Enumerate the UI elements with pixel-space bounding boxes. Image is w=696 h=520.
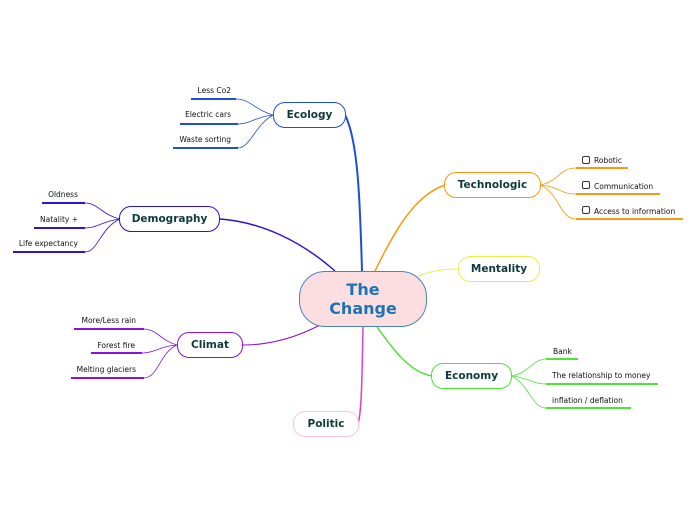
checkbox-access-to-information[interactable]: [582, 206, 590, 214]
topic-politic[interactable]: Politic: [293, 411, 359, 437]
link-economy: [376, 326, 433, 377]
subtopic-bank[interactable]: Bank: [553, 347, 572, 356]
subtopic-melting-glaciers[interactable]: Melting glaciers: [76, 365, 136, 374]
topic-demography[interactable]: Demography: [119, 206, 220, 232]
subtopic-forest-fire[interactable]: Forest fire: [97, 341, 135, 350]
topic-economy-label: Economy: [444, 370, 499, 382]
central-topic-line1: The: [346, 280, 380, 299]
subtopic-life-expectancy[interactable]: Life expectancy: [18, 239, 78, 248]
link-climat: [242, 324, 321, 346]
link-technologic: [374, 184, 446, 272]
link-politic: [357, 326, 364, 425]
subtopic-robotic[interactable]: Robotic: [594, 156, 622, 165]
topic-climat-label: Climat: [191, 339, 229, 351]
topic-climat[interactable]: Climat: [177, 332, 243, 358]
subtopic-electric-cars[interactable]: Electric cars: [185, 110, 231, 119]
topic-ecology[interactable]: Ecology: [273, 102, 346, 128]
topic-mentality[interactable]: Mentality: [458, 256, 540, 282]
subtopic-relationship-to-money[interactable]: The relationship to money: [552, 371, 651, 380]
checkbox-robotic[interactable]: [582, 156, 590, 164]
topic-demography-label: Demography: [131, 213, 208, 225]
topic-mentality-label: Mentality: [470, 263, 528, 275]
subtopic-more-less-rain[interactable]: More/Less rain: [81, 316, 137, 325]
subtopic-less-co2[interactable]: Less Co2: [197, 86, 231, 95]
checkbox-communication[interactable]: [582, 181, 590, 189]
topic-economy[interactable]: Economy: [431, 363, 512, 389]
subtopic-access-to-information[interactable]: Access to information: [594, 207, 676, 216]
subtopic-waste-sorting[interactable]: Waste sorting: [179, 135, 232, 144]
central-topic-line2: Change: [329, 299, 397, 318]
subtopic-oldness[interactable]: Oldness: [48, 190, 78, 199]
central-topic[interactable]: The Change: [299, 271, 427, 327]
subtopic-inflation-deflation[interactable]: inflation / deflation: [552, 396, 623, 405]
topic-technologic-label: Technologic: [457, 179, 528, 191]
topic-technologic[interactable]: Technologic: [444, 172, 541, 198]
subtopic-communication[interactable]: Communication: [594, 182, 654, 191]
subtopic-natality[interactable]: Natality +: [40, 215, 78, 224]
link-demography: [219, 218, 336, 272]
link-mentality: [417, 268, 459, 277]
topic-politic-label: Politic: [307, 418, 345, 430]
topic-ecology-label: Ecology: [286, 109, 333, 121]
link-ecology: [344, 114, 363, 272]
